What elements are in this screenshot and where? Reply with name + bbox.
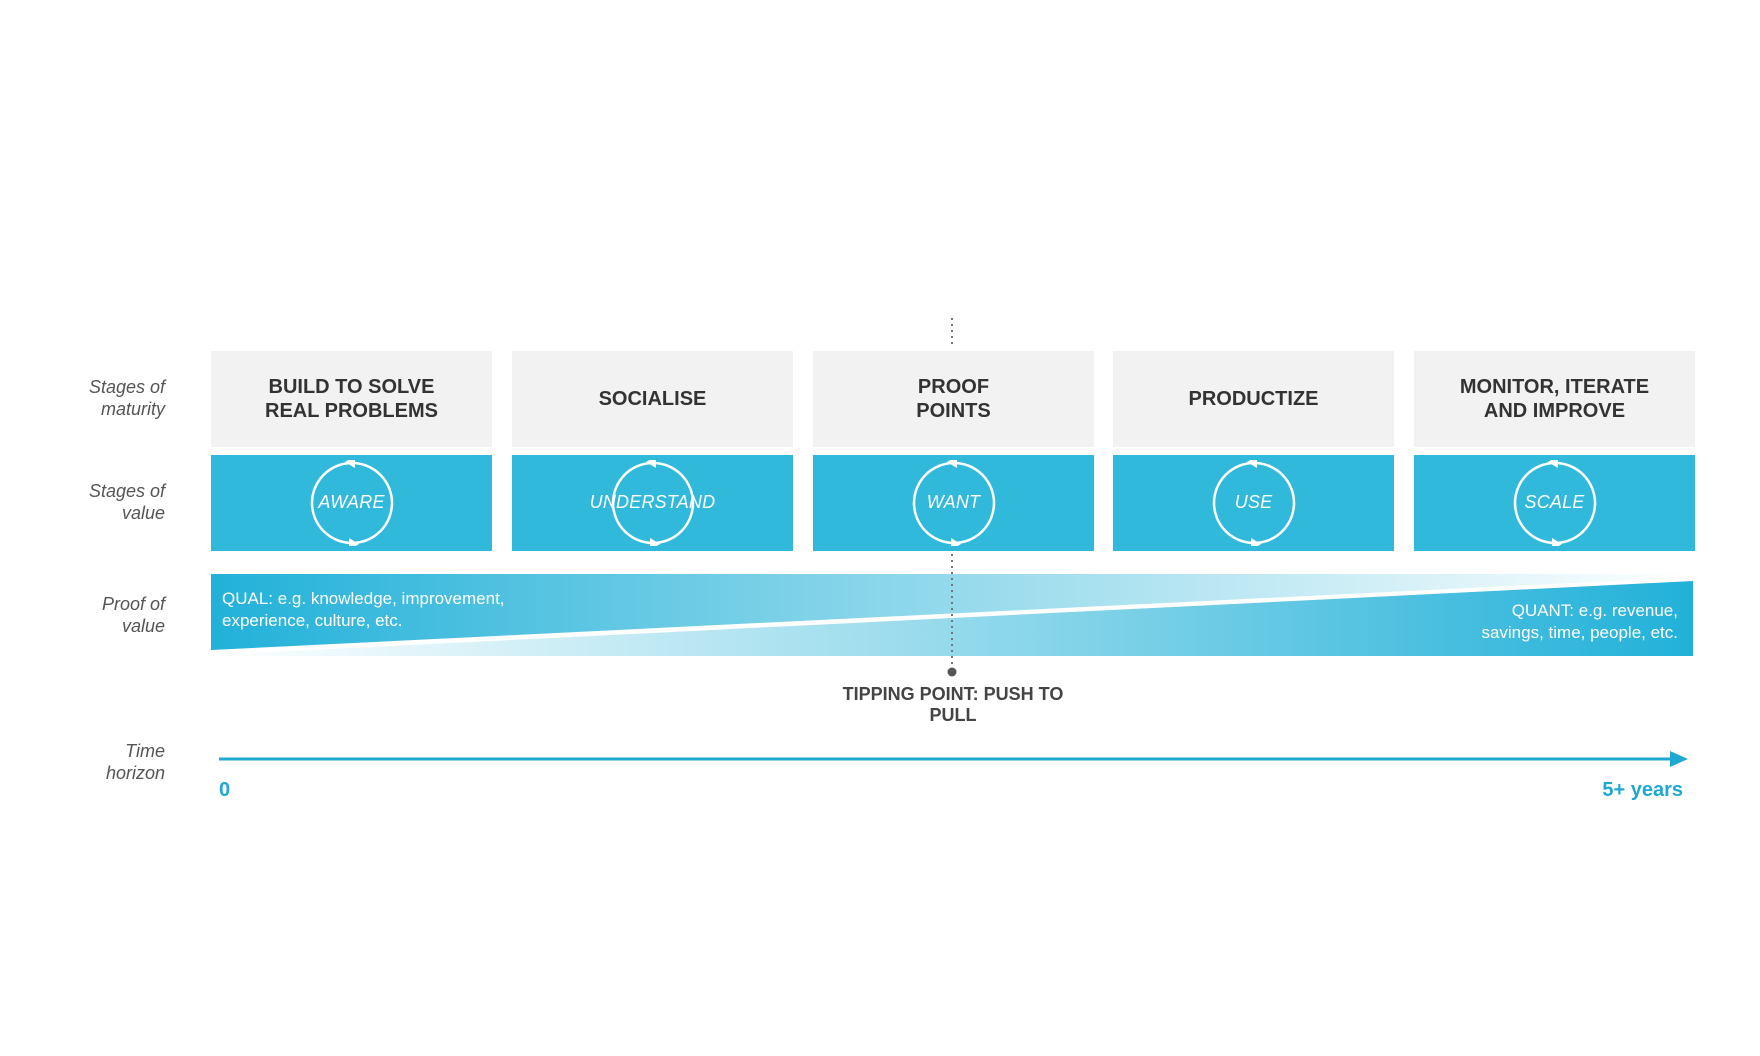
value-stage-5: SCALE	[1414, 455, 1695, 551]
value-stage-3: WANT	[813, 455, 1094, 551]
qual-line2: experience, culture, etc.	[222, 611, 403, 630]
maturity-stage-4: PRODUCTIZE	[1113, 351, 1394, 447]
value-stage-4: USE	[1113, 455, 1394, 551]
row-label-time-line2: horizon	[105, 763, 165, 783]
tipping-point-dot	[947, 667, 957, 677]
quant-line1: QUANT: e.g. revenue,	[1511, 601, 1678, 620]
value-stage-3-label: WANT	[926, 492, 981, 512]
maturity-stage-4-label: PRODUCTIZE	[1188, 388, 1319, 410]
row-label-time: Time horizon	[0, 740, 165, 784]
row-label-proof-line1: Proof of	[101, 594, 165, 614]
value-stage-5-label: SCALE	[1524, 492, 1585, 512]
row-label-value: Stages of value	[0, 480, 165, 524]
arrow-right-icon	[1670, 751, 1688, 767]
tipping-point-label: TIPPING POINT: PUSH TO PULL	[842, 684, 1064, 725]
row-label-proof-line2: value	[121, 616, 165, 636]
row-label-proof: Proof of value	[0, 593, 165, 637]
maturity-stage-5-label: MONITOR, ITERATE AND IMPROVE	[1459, 376, 1650, 422]
value-stage-4-label: USE	[1234, 492, 1273, 512]
row-label-value-line1: Stages of	[88, 481, 165, 501]
row-label-maturity-line2: maturity	[100, 399, 165, 419]
maturity-stage-2: SOCIALISE	[512, 351, 793, 447]
quant-description: QUANT: e.g. revenue, savings, time, peop…	[1481, 600, 1678, 644]
qual-line1: QUAL: e.g. knowledge, improvement,	[222, 589, 505, 608]
time-axis-end: 5+ years	[1602, 779, 1683, 801]
cycle-arrows-icon	[611, 460, 695, 546]
value-stage-1: AWARE	[211, 455, 492, 551]
cycle-arrows-icon	[1212, 460, 1296, 546]
row-label-maturity-line1: Stages of	[88, 377, 165, 397]
maturity-stage-1-label: BUILD TO SOLVE REAL PROBLEMS	[265, 376, 438, 422]
cycle-arrows-icon	[1513, 460, 1597, 546]
row-label-time-line1: Time	[125, 741, 165, 761]
row-label-maturity: Stages of maturity	[0, 376, 165, 420]
maturity-stage-2-label: SOCIALISE	[598, 388, 707, 410]
quant-line2: savings, time, people, etc.	[1481, 623, 1678, 642]
time-axis-start: 0	[219, 779, 231, 801]
qual-description: QUAL: e.g. knowledge, improvement, exper…	[222, 588, 505, 632]
value-stage-2: UNDERSTAND	[512, 455, 793, 551]
value-stage-1-label: AWARE	[318, 492, 385, 512]
maturity-stage-5: MONITOR, ITERATE AND IMPROVE	[1414, 351, 1695, 447]
maturity-stage-3: PROOF POINTS	[813, 351, 1094, 447]
maturity-stage-1: BUILD TO SOLVE REAL PROBLEMS	[211, 351, 492, 447]
value-stage-2-label: UNDERSTAND	[589, 492, 716, 512]
cycle-arrows-icon	[310, 460, 394, 546]
row-label-value-line2: value	[121, 503, 165, 523]
maturity-stage-3-label: PROOF POINTS	[916, 376, 991, 422]
cycle-arrows-icon	[912, 460, 996, 546]
